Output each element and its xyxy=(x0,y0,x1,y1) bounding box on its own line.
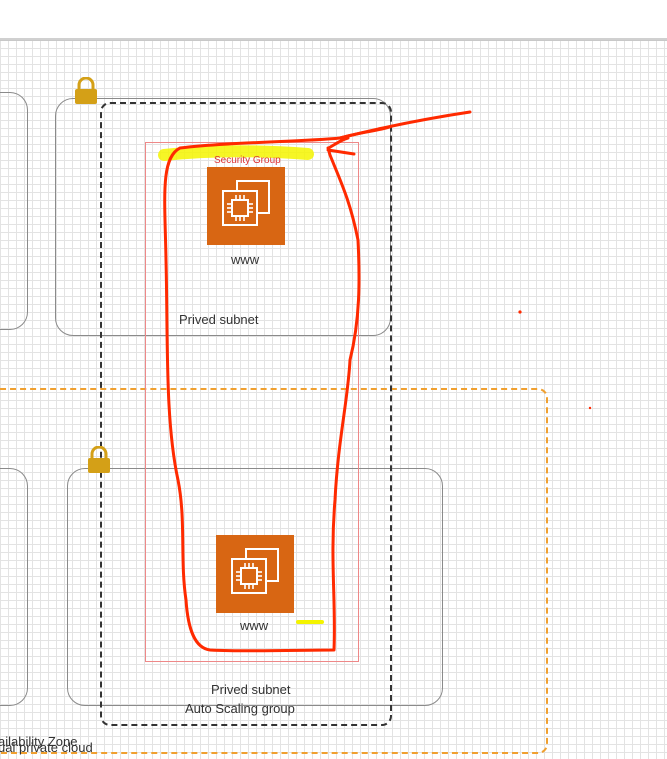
subnet-label-bottom: Prived subnet xyxy=(211,682,291,697)
toolbar-divider xyxy=(0,38,667,40)
lock-icon xyxy=(88,446,110,473)
instance-label-bottom: www xyxy=(240,618,269,633)
subnet-label-top: Prived subnet xyxy=(179,312,259,327)
security-group-label: Security Group xyxy=(214,155,281,166)
left-subnet-bottom[interactable] xyxy=(0,468,28,706)
highlight-marker-small xyxy=(296,620,324,624)
asg-label: Auto Scaling group xyxy=(185,701,295,716)
lock-icon xyxy=(75,77,97,104)
instance-label-top: www xyxy=(231,252,260,267)
left-subnet-top[interactable] xyxy=(0,92,28,330)
ec2-instance-top[interactable] xyxy=(207,167,285,245)
vpc-label: ual private cloud xyxy=(0,740,93,755)
availability-zone-box[interactable] xyxy=(0,388,548,754)
ec2-instance-icon xyxy=(222,180,270,226)
highlight-marker xyxy=(158,145,314,161)
availability-zone-label: ailability Zone xyxy=(0,734,78,749)
ec2-instance-bottom[interactable] xyxy=(216,535,294,613)
toolbar-area xyxy=(0,0,667,41)
auto-scaling-group-box[interactable] xyxy=(100,102,392,726)
ec2-instance-icon xyxy=(231,548,279,594)
private-subnet-bottom[interactable] xyxy=(67,468,443,706)
